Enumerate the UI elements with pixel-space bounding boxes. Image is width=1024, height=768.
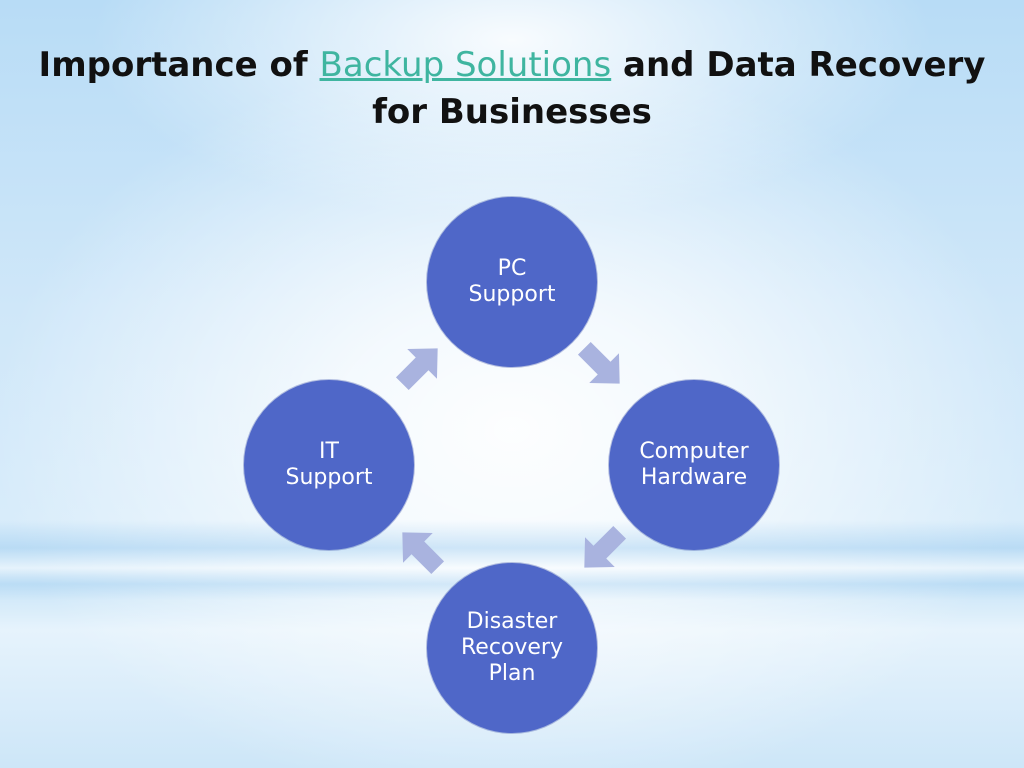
node-label: PC Support: [468, 256, 556, 307]
title-suffix: and Data Recovery for Businesses: [372, 45, 986, 132]
arrow-down-left-icon: [584, 525, 627, 568]
title-prefix: Importance of: [38, 45, 320, 85]
page-title: Importance of Backup Solutions and Data …: [20, 42, 1004, 136]
arrow-up-right-icon: [395, 348, 438, 391]
node-label: Disaster Recovery Plan: [460, 609, 563, 686]
node-computer-hardware: Computer Hardware: [609, 380, 779, 550]
arrow-up-left-icon: [402, 532, 445, 575]
node-disaster-recovery-plan: Disaster Recovery Plan: [427, 563, 597, 733]
arrow-down-right-icon: [577, 341, 620, 384]
node-label: Computer Hardware: [639, 439, 749, 490]
node-it-support: IT Support: [244, 380, 414, 550]
node-label: IT Support: [285, 439, 373, 490]
title-link-backup-solutions[interactable]: Backup Solutions: [319, 45, 612, 85]
node-pc-support: PC Support: [427, 197, 597, 367]
